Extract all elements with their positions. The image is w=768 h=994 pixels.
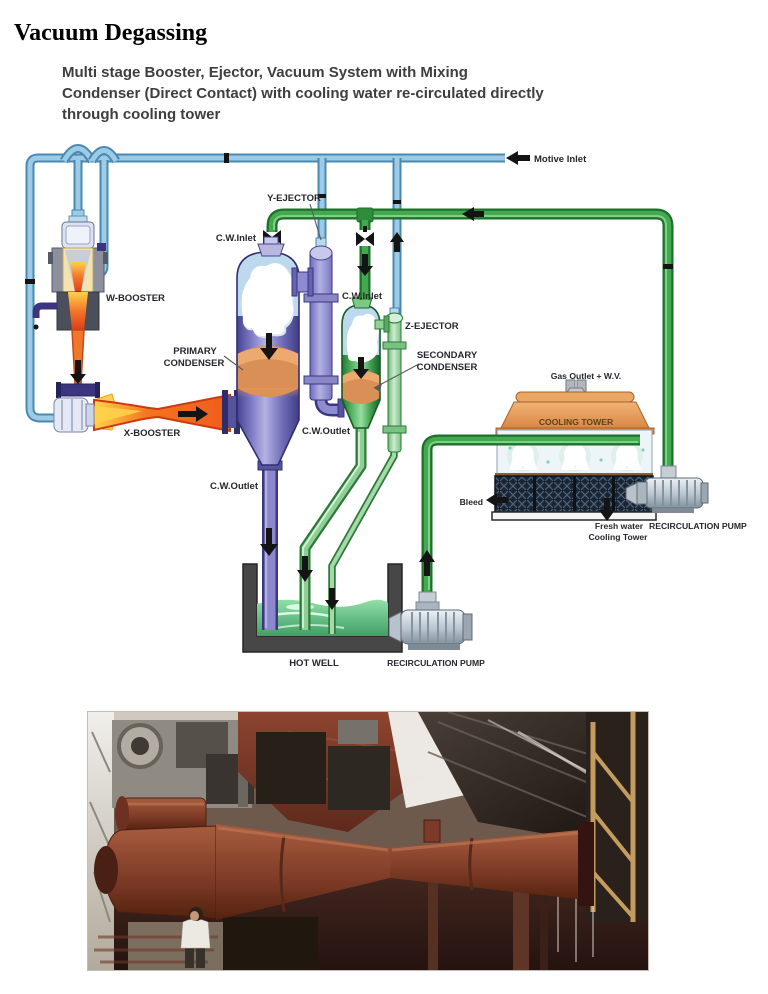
secondary-condenser-label-2: CONDENSER — [417, 362, 478, 373]
flow-arrow-down — [260, 333, 278, 360]
subtitle-line-1: Multi stage Booster, Ejector, Vacuum Sys… — [62, 64, 468, 81]
hot-well-label: HOT WELL — [289, 658, 339, 669]
leader-lines — [223, 203, 420, 392]
flow-arrow-down — [353, 357, 369, 379]
fresh-water-arrow — [599, 498, 615, 521]
x-booster-label: X-BOOSTER — [124, 428, 181, 439]
y-ejector-label: Y-EJECTOR — [267, 193, 321, 204]
z-ejector — [374, 307, 407, 453]
secondary-condenser-label-1: SECONDARY — [417, 350, 478, 361]
recirculation-pump-cooling-tower — [625, 465, 709, 513]
bleed-label: Bleed — [460, 497, 483, 507]
cooling-tower — [421, 379, 657, 592]
cooling-water-header — [257, 207, 674, 473]
recirculation-pump-ct-label: RECIRCULATION PUMP — [649, 521, 747, 531]
fresh-water-label-1: Fresh water — [595, 521, 644, 531]
motive-inlet-label: Motive Inlet — [534, 154, 587, 165]
subtitle-line-3: through cooling tower — [62, 106, 221, 123]
gas-outlet-label: Gas Outlet + W.V. — [551, 371, 622, 381]
subtitle-line-2: Condenser (Direct Contact) with cooling … — [62, 85, 544, 102]
ejector-photo — [87, 711, 649, 971]
flow-tick — [224, 153, 229, 163]
flow-arrow-up — [390, 232, 404, 252]
cw-inlet-secondary-label: C.W.Inlet — [342, 291, 383, 302]
motive-inlet-arrow-icon — [506, 151, 530, 165]
flow-arrows — [70, 360, 435, 610]
spray-nozzles — [507, 440, 645, 472]
flow-tick — [393, 200, 401, 204]
primary-condenser-label-1: PRIMARY — [173, 346, 217, 357]
page-title: Vacuum Degassing — [14, 20, 208, 46]
cooling-tower-label: COOLING TOWER — [539, 417, 614, 427]
flow-arrow-left — [462, 207, 484, 221]
process-diagram: Motive Inlet Y-EJECTOR C.W.Inlet C.W.Inl… — [25, 144, 747, 669]
flow-tick — [663, 264, 673, 269]
diagram-labels: Motive Inlet Y-EJECTOR C.W.Inlet C.W.Inl… — [106, 154, 747, 669]
photo-ejector — [94, 796, 594, 920]
valve-cw-inlet-secondary — [356, 226, 374, 246]
recirculation-pump-hw-label: RECIRCULATION PUMP — [387, 658, 485, 668]
subtitle: Multi stage Booster, Ejector, Vacuum Sys… — [62, 62, 702, 125]
y-ejector — [291, 237, 345, 418]
primary-condenser — [236, 251, 300, 466]
cw-inlet-primary-label: C.W.Inlet — [216, 233, 257, 244]
cw-outlet-secondary-label: C.W.Outlet — [302, 426, 351, 437]
flow-arrow-down — [357, 254, 373, 276]
recirculation-pump-hot-well — [388, 591, 473, 650]
z-ejector-label: Z-EJECTOR — [405, 321, 459, 332]
photo-person — [180, 907, 211, 968]
valve-cw-inlet-primary — [257, 230, 285, 257]
primary-condenser-label-2: CONDENSER — [164, 358, 225, 369]
secondary-condenser — [341, 297, 381, 429]
flow-tick — [318, 194, 326, 198]
w-booster — [32, 209, 108, 398]
motive-inlet — [506, 151, 530, 165]
flow-tick — [25, 279, 35, 284]
fresh-water-label-2: Cooling Tower — [588, 532, 648, 542]
cw-outlet-primary-label: C.W.Outlet — [210, 481, 259, 492]
w-booster-label: W-BOOSTER — [106, 293, 165, 304]
bleed-arrow — [486, 493, 508, 507]
